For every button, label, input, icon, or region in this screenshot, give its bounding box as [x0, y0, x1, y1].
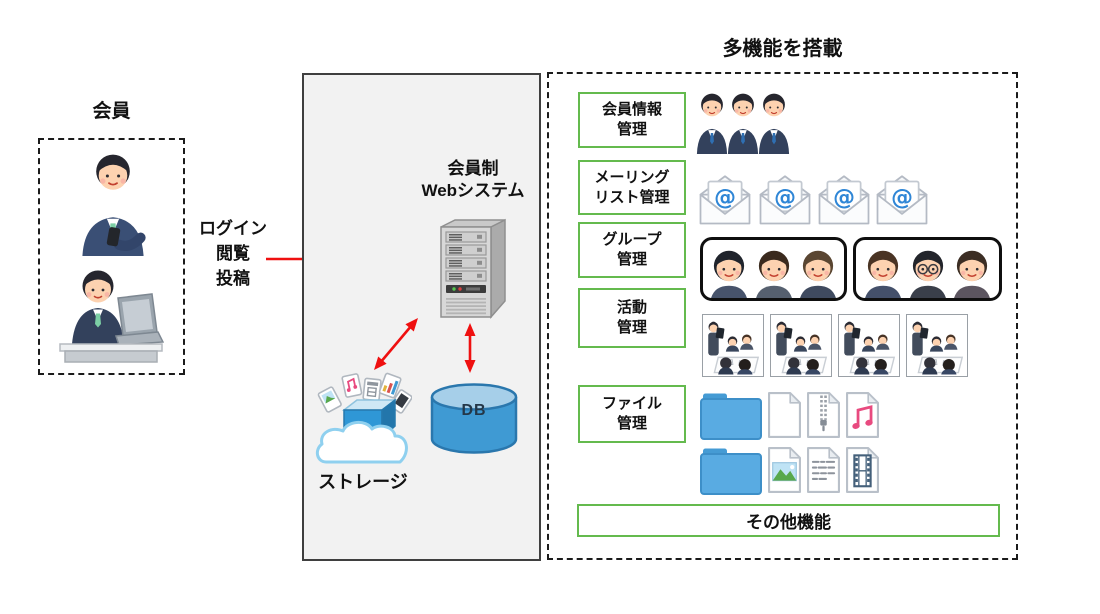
face-icon	[752, 247, 796, 298]
member-smartphone-icon	[76, 150, 150, 256]
face-icon	[707, 247, 751, 298]
members-title: 会員	[92, 101, 131, 122]
mail-envelope-icon	[697, 169, 753, 229]
feature-label-activity: 活動 管理	[578, 288, 686, 348]
file-music-icon	[843, 390, 882, 440]
file-video-icon	[843, 445, 882, 495]
meeting-photo-icon	[838, 314, 900, 377]
face-icon	[861, 247, 905, 298]
group-a-box	[700, 237, 847, 301]
face-icon	[950, 247, 994, 298]
mail-envelope-icon	[874, 169, 930, 229]
storage-label: ストレージ	[318, 472, 408, 492]
file-text-icon	[804, 445, 843, 495]
server-db-arrow-icon	[464, 323, 476, 373]
member-laptop-icon	[58, 264, 164, 366]
businessman-icon	[756, 92, 792, 154]
features-title: 多機能を搭載	[722, 38, 843, 60]
feature-label-mailing-list: メーリング リスト管理	[578, 160, 686, 215]
features-box	[547, 72, 1018, 560]
server-storage-arrow-icon	[374, 318, 418, 370]
meeting-photo-icon	[770, 314, 832, 377]
db-label: DB	[461, 402, 487, 419]
meeting-photo-icon	[702, 314, 764, 377]
members-box	[38, 138, 185, 375]
server-icon	[435, 213, 513, 319]
meeting-photo-icon	[906, 314, 968, 377]
flow-label: ログイン 閲覧 投稿	[199, 219, 267, 288]
system-title: 会員制 Webシステム	[421, 159, 525, 200]
other-functions-box: その他機能	[577, 504, 1000, 537]
file-zip-icon	[804, 390, 843, 440]
group-b-box	[853, 237, 1002, 301]
folder-icon	[699, 391, 763, 441]
feature-label-group: グループ 管理	[578, 222, 686, 278]
file-blank-icon	[765, 390, 804, 440]
file-image-icon	[765, 445, 804, 495]
mail-envelope-icon	[757, 169, 813, 229]
mail-envelope-icon	[816, 169, 872, 229]
face-icon	[796, 247, 840, 298]
cloud-storage-icon	[314, 370, 412, 466]
feature-label-file: ファイル 管理	[578, 385, 686, 443]
face-glasses-icon	[906, 247, 950, 298]
folder-icon	[699, 446, 763, 496]
system-box	[302, 73, 541, 561]
feature-label-member-info: 会員情報 管理	[578, 92, 686, 148]
